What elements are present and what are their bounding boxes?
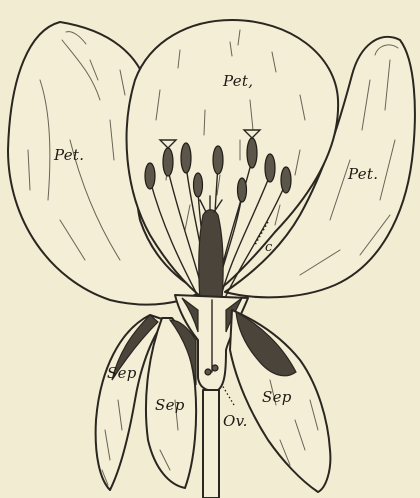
label-petal-top: Pet, [223, 72, 253, 90]
label-ovary: Ov. [223, 412, 248, 430]
pistil [199, 210, 223, 300]
label-petal-right: Pet. [348, 165, 378, 183]
label-sepal-left-inner: Sep [155, 396, 185, 414]
label-stigma: c [265, 240, 273, 255]
label-sepal-right: Sep [262, 388, 292, 406]
label-petal-left: Pet. [54, 146, 84, 164]
pedicel [203, 390, 219, 498]
label-sepal-left-outer: Sep [107, 364, 137, 382]
